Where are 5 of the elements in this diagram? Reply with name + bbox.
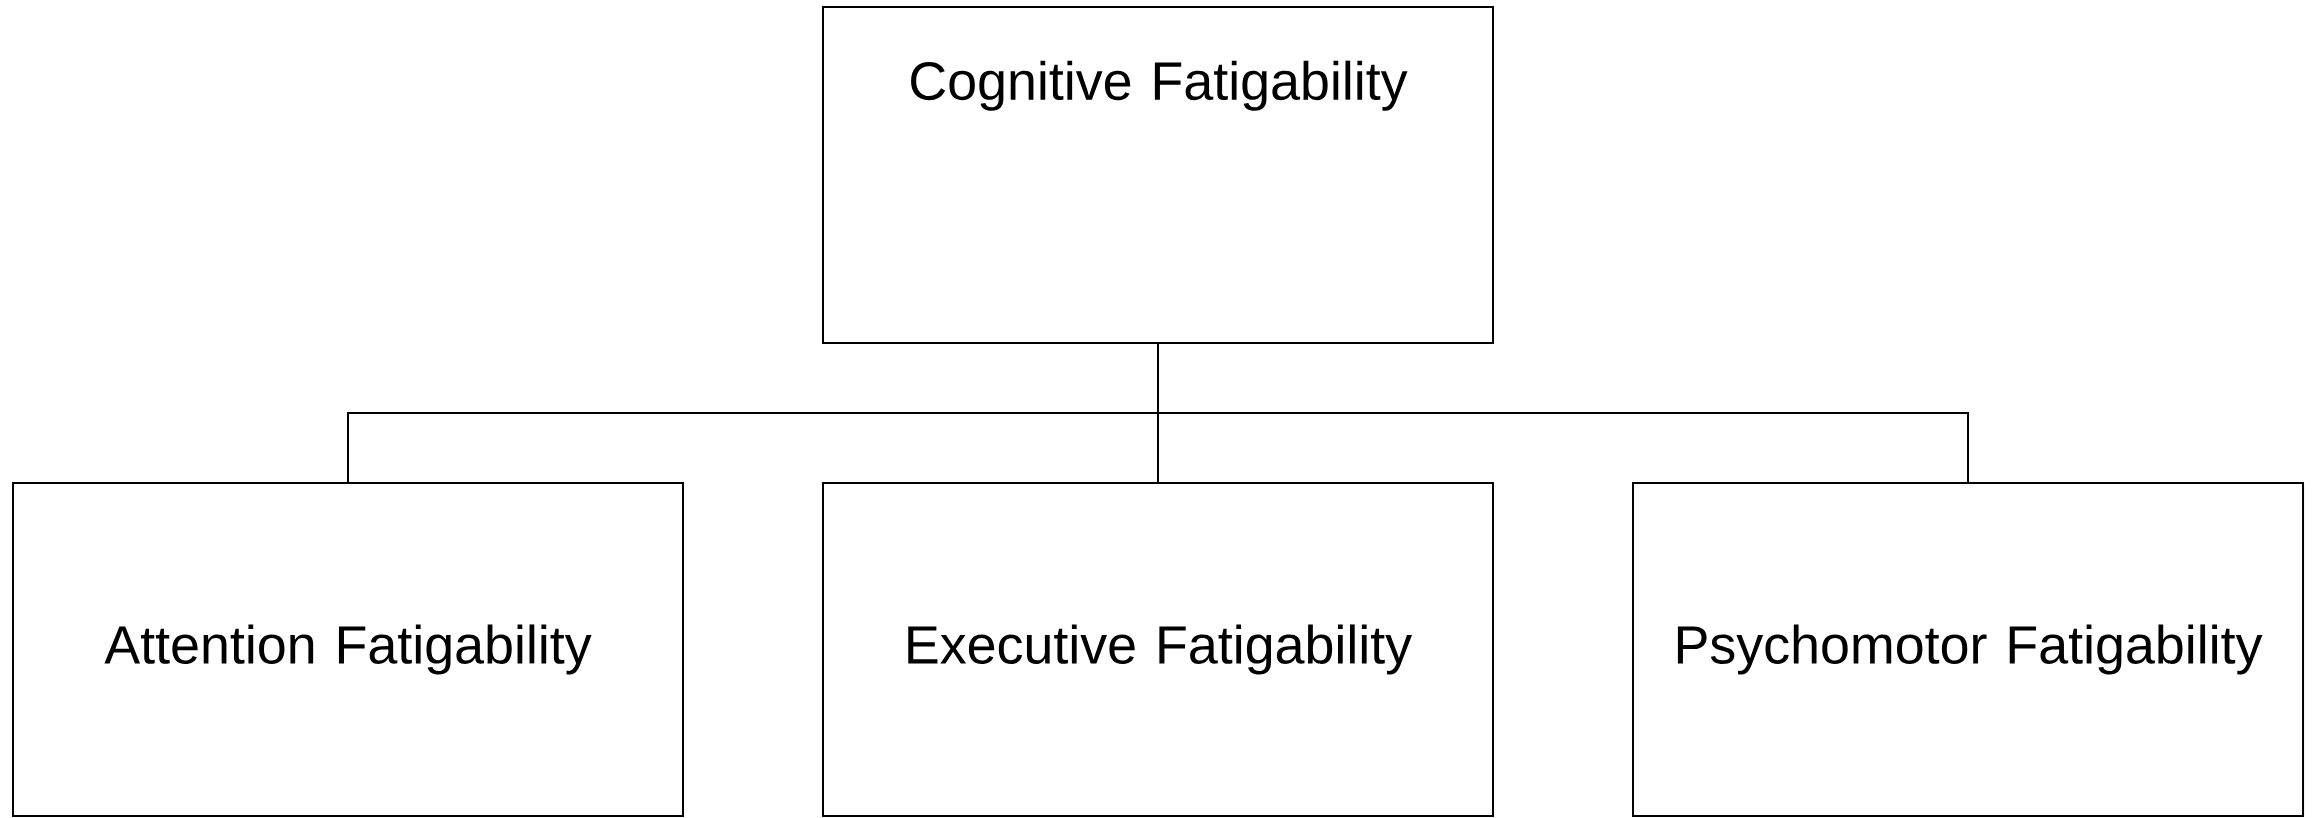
box: Psychomotor Fatigability [1632,482,2305,817]
box: Attention Fatigability [12,482,684,817]
box: Executive Fatigability [822,482,1494,817]
connector-line [1157,343,1970,483]
box: Cognitive Fatigability [822,6,1494,344]
